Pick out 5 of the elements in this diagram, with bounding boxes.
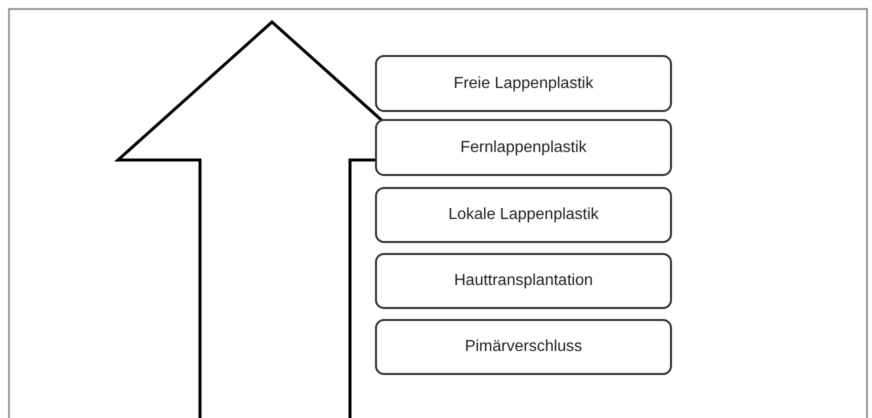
process-box: Pimärverschluss <box>375 319 672 375</box>
process-box: Fernlappenplastik <box>375 119 672 176</box>
process-box: Hauttransplantation <box>375 253 672 309</box>
process-box: Freie Lappenplastik <box>375 55 672 112</box>
process-box: Lokale Lappenplastik <box>375 187 672 243</box>
